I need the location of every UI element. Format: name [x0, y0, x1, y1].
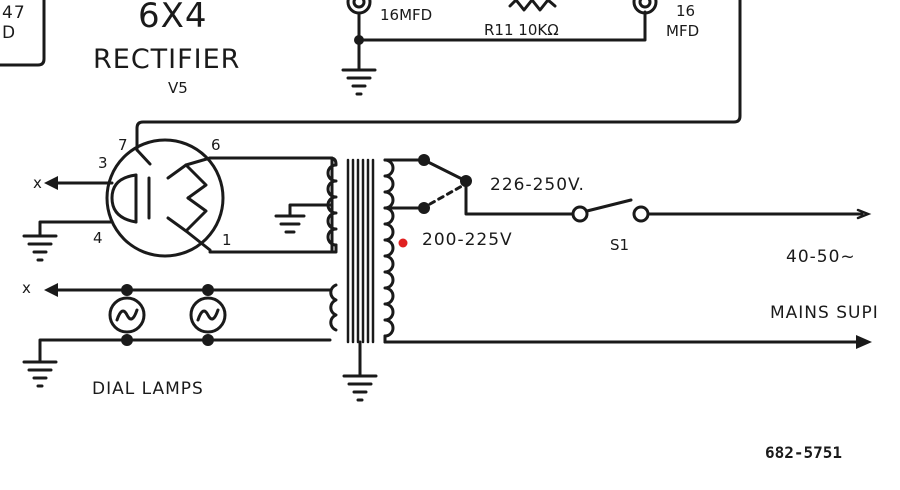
dial-lamp-2	[189, 284, 227, 346]
resistor-r11: R11 10KΩ	[484, 0, 559, 39]
tap-low-label: 200-225V	[422, 230, 513, 250]
switch-label: S1	[610, 236, 629, 254]
filter-bus	[357, 10, 647, 42]
rectifier-tube: 7 6 3 4 1	[93, 136, 232, 258]
ground-symbol-lamps	[22, 360, 58, 388]
plate-wiring	[208, 156, 334, 254]
pin-7-label: 7	[118, 136, 128, 154]
partial-cap-unit: D	[2, 23, 16, 43]
mains-line-top	[646, 208, 872, 220]
power-transformer	[326, 158, 395, 344]
cap1-label: 16MFD	[380, 6, 432, 24]
pin-6-label: 6	[211, 136, 221, 154]
mains-line-bottom	[383, 335, 872, 349]
red-marker-dot	[398, 238, 408, 248]
ground-symbol-center-tap	[274, 203, 332, 234]
ht-lead	[135, 0, 742, 152]
terminal-x2-label: x	[22, 279, 31, 297]
pin-3-label: 3	[98, 154, 108, 172]
mains-switch-s1: S1	[571, 198, 650, 254]
cap2-label-2: MFD	[666, 22, 699, 40]
mains-supply-label: MAINS SUPI	[770, 303, 879, 323]
ground-symbol-core	[342, 340, 378, 402]
voltage-selector: 226-250V. 200-225V	[383, 154, 585, 250]
dial-lamp-return	[38, 338, 332, 364]
tube-ref-label: V5	[168, 79, 188, 97]
partial-capacitor-box: 47 D	[0, 0, 46, 67]
filter-capacitor-2: 16 MFD	[632, 0, 699, 40]
dial-lamp-1	[108, 284, 146, 346]
terminal-x1-label: x	[33, 174, 42, 192]
resistor-label: R11 10KΩ	[484, 21, 559, 39]
tube-type-label: 6X4	[138, 0, 208, 36]
tap-high-label: 226-250V.	[490, 175, 585, 195]
cap2-label-1: 16	[676, 2, 695, 20]
partial-cap-value: 47	[2, 3, 26, 23]
pin-1-label: 1	[222, 231, 232, 249]
filter-capacitor-1: 16MFD	[346, 0, 432, 45]
plate-wiring-corner	[328, 156, 338, 166]
pin-4-label: 4	[93, 229, 103, 247]
ground-symbol-tube	[22, 220, 114, 262]
heater-terminal-x1: x	[33, 174, 114, 192]
drawing-number: 682-5751	[765, 443, 842, 462]
dial-lamps-label: DIAL LAMPS	[92, 379, 204, 399]
selector-to-switch	[464, 179, 574, 216]
tube-function-label: RECTIFIER	[93, 44, 240, 75]
ground-symbol-top	[341, 38, 377, 96]
mains-frequency-label: 40-50~	[786, 247, 856, 267]
heater-terminal-x2: x	[22, 279, 332, 297]
